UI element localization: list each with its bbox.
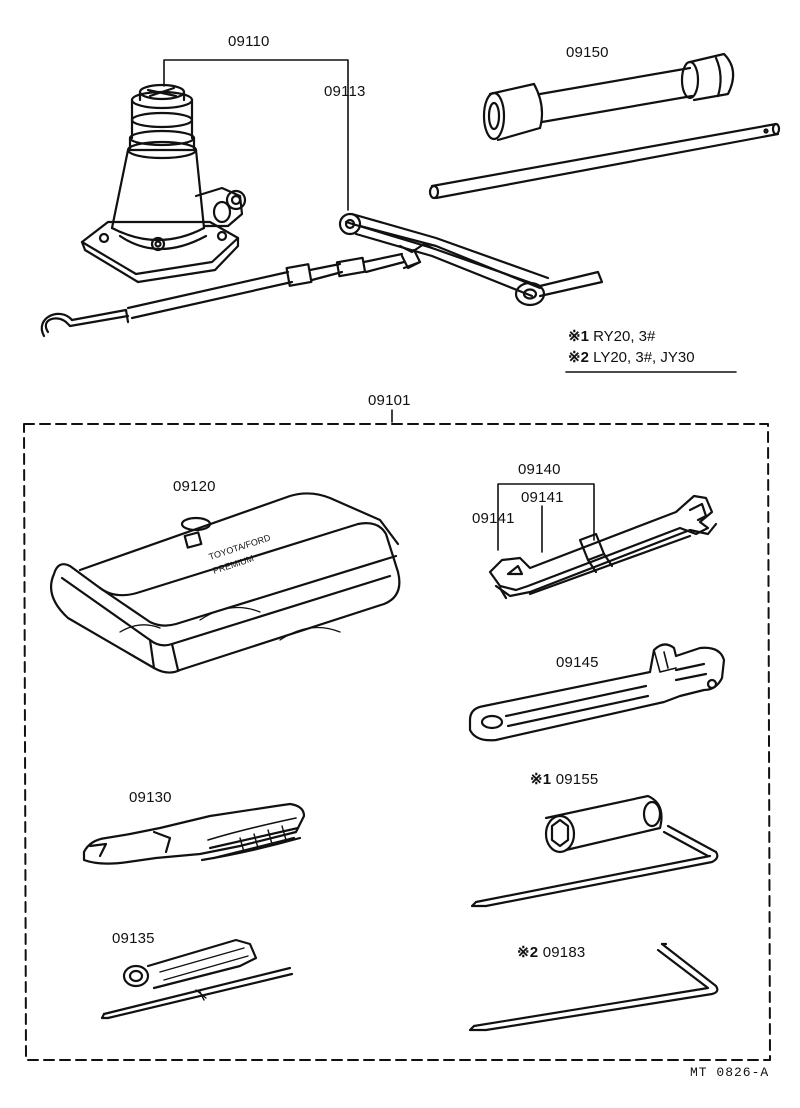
tool-bag-illustration xyxy=(50,492,401,674)
cross-wrench-illustration xyxy=(338,212,604,307)
label-09101: 09101 xyxy=(368,392,411,409)
plug-wrench-illustration xyxy=(470,794,719,908)
label-09110: 09110 xyxy=(228,33,270,50)
note-2-text: LY20, 3#, JY30 xyxy=(593,349,695,366)
label-09140: 09140 xyxy=(518,461,561,478)
screwdriver-illustration xyxy=(100,938,294,1020)
label-09155: ※1 09155 xyxy=(530,770,598,788)
label-09120: 09120 xyxy=(173,478,216,495)
note-2-mark: ※2 xyxy=(568,349,589,366)
wrench-set-leaders xyxy=(497,483,595,553)
crank-rod-illustration xyxy=(468,942,719,1032)
leader-09110 xyxy=(163,59,349,211)
label-09155-mark: ※1 xyxy=(530,771,552,788)
label-09141-left: 09141 xyxy=(472,510,515,527)
label-09183: ※2 09183 xyxy=(517,943,585,961)
adjustable-wrench-illustration xyxy=(468,643,726,742)
note-2: ※2 LY20, 3#, JY30 xyxy=(568,348,695,366)
label-09150: 09150 xyxy=(566,44,609,61)
wheel-wrench-illustration xyxy=(428,52,781,200)
drawing-code: MT 0826-A xyxy=(690,1065,770,1080)
label-09183-number: 09183 xyxy=(542,944,586,961)
label-09145: 09145 xyxy=(556,654,599,671)
label-09135: 09135 xyxy=(112,930,155,947)
jack-handle-illustration xyxy=(40,252,406,338)
label-09183-mark: ※2 xyxy=(517,944,539,961)
wrench-set-illustration xyxy=(488,494,718,600)
label-09155-number: 09155 xyxy=(555,771,599,788)
note-1-text: RY20, 3# xyxy=(593,328,656,345)
note-1: ※1 RY20, 3# xyxy=(568,327,655,345)
jack-illustration xyxy=(80,83,247,284)
label-09113: 09113 xyxy=(324,83,366,100)
tool-set-dashed-box xyxy=(23,423,771,1061)
note-1-mark: ※1 xyxy=(568,328,589,345)
pliers-illustration xyxy=(82,802,306,865)
label-09130: 09130 xyxy=(129,789,172,806)
label-09141-right: 09141 xyxy=(521,489,564,506)
